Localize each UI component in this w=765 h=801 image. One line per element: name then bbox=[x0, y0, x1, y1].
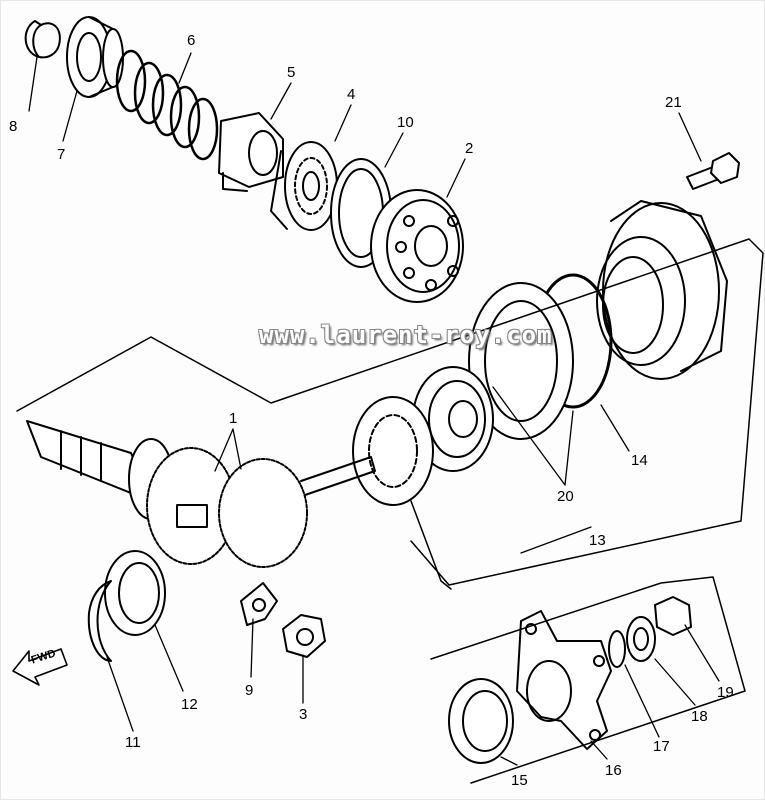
gear-part-4 bbox=[270, 141, 338, 231]
callout-14: 14 bbox=[631, 452, 648, 469]
callout-19: 19 bbox=[717, 684, 734, 701]
coil-spring-part-6 bbox=[115, 49, 219, 161]
fwd-arrow-icon bbox=[12, 648, 68, 686]
flange-part-16 bbox=[516, 610, 612, 750]
callout-8: 8 bbox=[9, 118, 18, 135]
bearing-part-2 bbox=[370, 189, 464, 303]
callout-9: 9 bbox=[245, 682, 254, 699]
sleeve-part-5 bbox=[218, 112, 284, 192]
circlip-part-11 bbox=[87, 580, 112, 662]
callout-18: 18 bbox=[691, 708, 708, 725]
group-bracket-13 bbox=[16, 238, 764, 586]
callout-7: 7 bbox=[57, 146, 66, 163]
lock-washer-part-9 bbox=[240, 582, 278, 626]
callout-11: 11 bbox=[125, 734, 141, 751]
bolt-part-21 bbox=[686, 152, 740, 190]
pinion-shaft-part-1 bbox=[26, 420, 376, 568]
callout-10: 10 bbox=[397, 114, 414, 131]
nut-part-3 bbox=[282, 614, 326, 658]
group-bracket-1 bbox=[410, 500, 452, 590]
watermark-text: www.laurent-roy.com bbox=[259, 321, 553, 349]
spring-seat-part-7 bbox=[66, 16, 124, 98]
circlip-part-8 bbox=[24, 20, 61, 59]
callout-4: 4 bbox=[347, 86, 356, 103]
callout-21: 21 bbox=[665, 94, 682, 111]
callout-13: 13 bbox=[589, 532, 606, 549]
callout-6: 6 bbox=[187, 32, 196, 49]
coupling-part-13 bbox=[352, 396, 434, 506]
shim-part-20 bbox=[468, 282, 574, 440]
group-bracket-15-19 bbox=[430, 576, 746, 784]
callout-17: 17 bbox=[653, 738, 670, 755]
callout-12: 12 bbox=[181, 696, 198, 713]
callout-3: 3 bbox=[299, 706, 308, 723]
bearing-part-15 bbox=[448, 678, 514, 764]
callout-16: 16 bbox=[605, 762, 622, 779]
leader-lines bbox=[28, 52, 720, 766]
nut-part-19 bbox=[654, 596, 692, 636]
callout-20: 20 bbox=[557, 488, 574, 505]
bearing-part-12 bbox=[104, 550, 166, 636]
washer-part-18 bbox=[626, 616, 656, 662]
callout-1: 1 bbox=[229, 410, 238, 427]
callout-5: 5 bbox=[287, 64, 296, 81]
callout-15: 15 bbox=[511, 772, 528, 789]
final-gear-housing bbox=[596, 200, 728, 380]
callout-2: 2 bbox=[465, 140, 474, 157]
washer-part-17 bbox=[608, 630, 626, 668]
